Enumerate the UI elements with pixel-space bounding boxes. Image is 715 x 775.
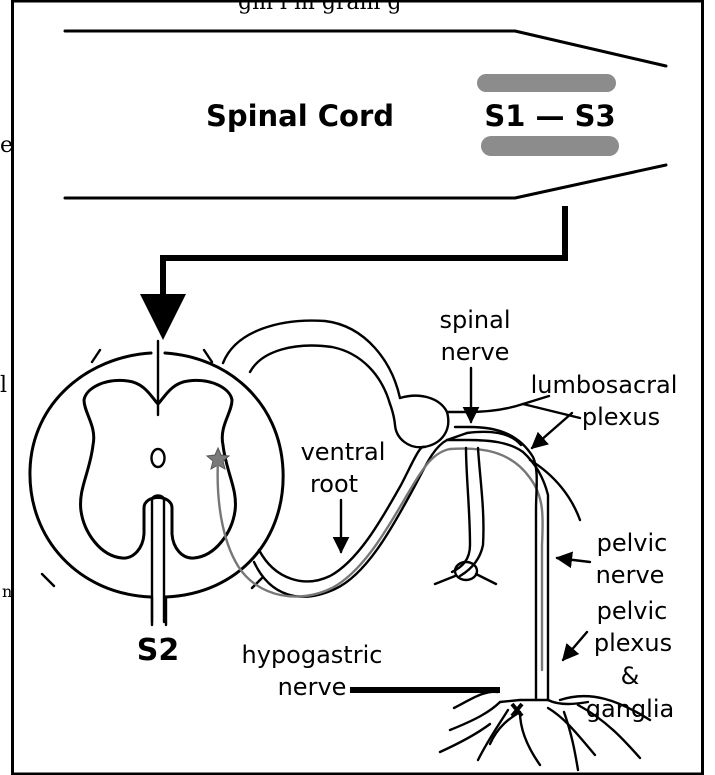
pelvic-plexus-line1: pelvic	[597, 597, 668, 625]
segment-band-bottom	[481, 136, 619, 156]
dorsal-root	[223, 321, 448, 448]
ventral-root-line1: ventral	[301, 438, 386, 466]
s1-s3-label: S1 — S3	[484, 99, 615, 133]
pelvic-plexus-line4: ganglia	[586, 695, 674, 723]
ventral-root-line2: root	[310, 470, 358, 498]
spinal-cord-bottom-line	[65, 165, 666, 198]
ventral-root-label: ventral root	[301, 438, 386, 552]
hypogastric-line1: hypogastric	[242, 641, 383, 669]
left-edge-char: n	[2, 582, 12, 601]
s2-label: S2	[137, 633, 179, 668]
cross-section-diagram: S2	[30, 341, 283, 668]
spinal-nerve-label: spinal nerve	[440, 306, 511, 422]
lumbosacral-line2: plexus	[582, 403, 660, 431]
pelvic-nerve-line1: pelvic	[597, 529, 668, 557]
pelvic-nerve-line2: nerve	[596, 561, 665, 589]
spinal-nerve	[435, 396, 580, 700]
spinal-nerve-line1: spinal	[440, 306, 511, 334]
left-edge-char: l	[0, 373, 7, 398]
spinal-nerve-line2: nerve	[441, 338, 510, 366]
pelvic-nerve-label: pelvic nerve	[557, 529, 667, 589]
lumbosacral-plexus-label: lumbosacral plexus	[531, 371, 678, 448]
top-caption-fragment: gm l m gram g	[238, 0, 401, 15]
spinal-cord-top-line	[65, 31, 666, 66]
left-edge-char: e	[0, 133, 13, 158]
pelvic-plexus-line2: plexus	[594, 629, 672, 657]
spinal-cord-label: Spinal Cord	[206, 99, 394, 133]
pelvic-plexus-line3: &	[621, 662, 640, 690]
ventral-root	[218, 433, 543, 670]
spinal-cord-diagram: Spinal Cord S1 — S3	[65, 31, 666, 198]
lumbosacral-line1: lumbosacral	[531, 371, 678, 399]
ganglion-icon	[390, 396, 448, 448]
segment-band-top	[477, 74, 616, 92]
hypogastric-line2: nerve	[278, 673, 347, 701]
